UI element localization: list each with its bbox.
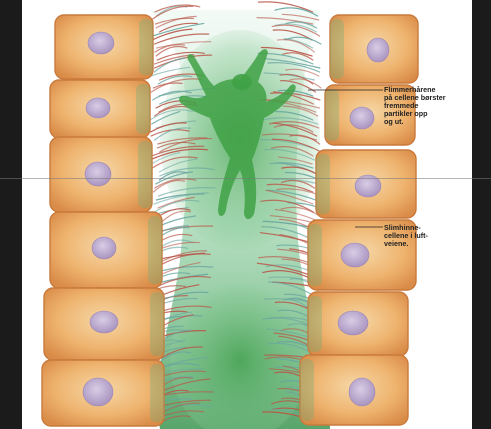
cell-green-tint <box>138 141 152 208</box>
cell-green-tint <box>150 292 164 356</box>
cell-nucleus <box>338 311 368 335</box>
cell-nucleus <box>349 378 375 406</box>
cell-green-tint <box>316 154 330 214</box>
cell-green-tint <box>308 224 322 286</box>
cell-green-tint <box>148 216 162 284</box>
cell-green-tint <box>150 364 164 422</box>
cell-nucleus <box>90 311 118 333</box>
particle-head <box>232 74 252 90</box>
mucosa-caption: Slimhinne- cellene i luft- veiene. <box>384 224 454 248</box>
cell-nucleus <box>88 32 114 54</box>
cell-nucleus <box>83 378 113 406</box>
cell-green-tint <box>325 89 339 141</box>
cell-nucleus <box>92 237 116 259</box>
cell-green-tint <box>300 359 314 421</box>
cell-green-tint <box>308 296 322 352</box>
cell-green-tint <box>330 19 344 79</box>
cell-nucleus <box>350 107 374 129</box>
illustration-sheet <box>22 0 472 429</box>
airway-cilia-illustration <box>22 0 472 429</box>
cell-green-tint <box>139 19 153 75</box>
cilia-caption: Flimmerhårene på cellene børster fremmed… <box>384 86 464 126</box>
cell-nucleus <box>367 38 389 62</box>
cell-nucleus <box>341 243 369 267</box>
horizontal-rule <box>0 178 491 179</box>
cell-green-tint <box>136 84 150 134</box>
cell-nucleus <box>86 98 110 118</box>
cell-nucleus <box>85 162 111 186</box>
